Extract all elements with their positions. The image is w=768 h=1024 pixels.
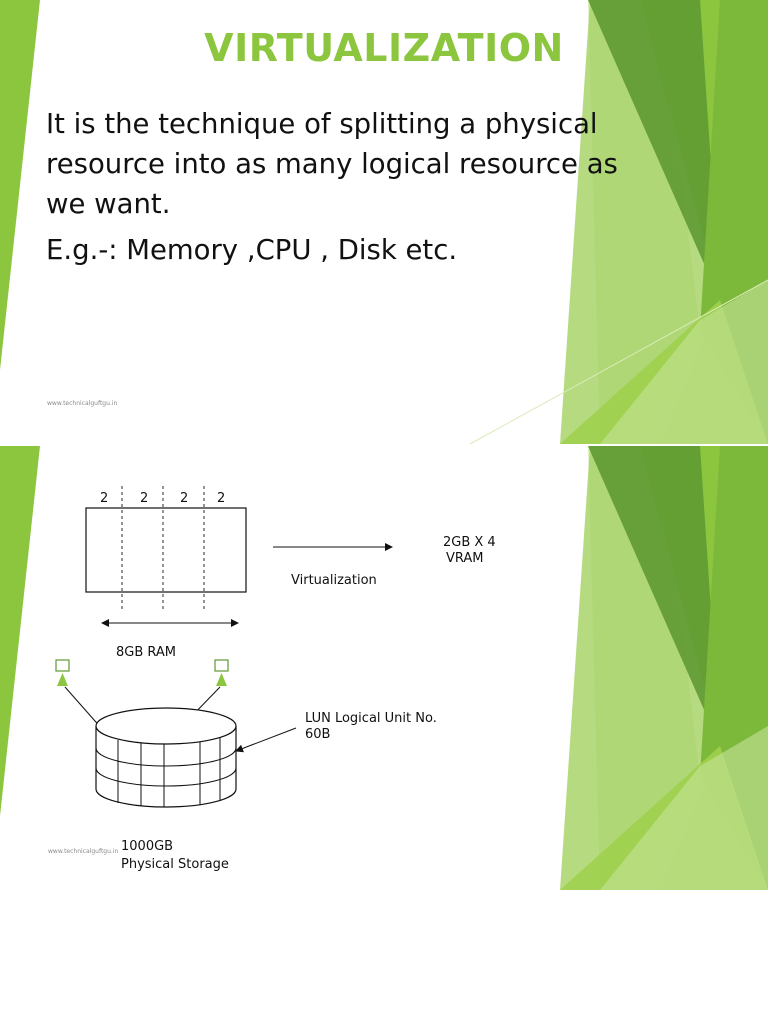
watermark-text: www.technicalguftgu.in (47, 400, 118, 407)
slide-1-green-decoration (0, 0, 768, 444)
partition-label: 2 (140, 491, 149, 506)
host-icon (55, 659, 70, 672)
slide-title: VIRTUALIZATION (204, 26, 564, 70)
storage-cylinder (95, 707, 237, 808)
definition-text: It is the technique of splitting a physi… (46, 108, 618, 220)
ram-label: 8GB RAM (116, 645, 177, 660)
ram-box (85, 507, 247, 593)
slide-separator (0, 444, 768, 446)
example-text: E.g.-: Memory ,CPU , Disk etc. (46, 234, 458, 266)
vram-label: 2GB X 4 (443, 535, 496, 550)
virtualization-label: Virtualization (291, 573, 377, 588)
host-icon (214, 659, 229, 672)
host-icon (216, 673, 227, 686)
partition-label: 2 (180, 491, 189, 506)
lun-label: 60B (305, 727, 331, 742)
watermark-text: www.technicalguftgu.in (48, 848, 119, 855)
slide-virtualization-diagram: 2 2 2 2 8GB RAM Virtualization 2GB X 4 V… (0, 446, 768, 890)
partition-label: 2 (100, 491, 109, 506)
slide-virtualization-definition: VIRTUALIZATION It is the technique of sp… (0, 0, 768, 444)
partition-label: 2 (217, 491, 226, 506)
lun-arrow (235, 727, 297, 753)
storage-label: Physical Storage (121, 857, 229, 872)
vram-label: VRAM (446, 551, 484, 566)
storage-label: 1000GB (121, 839, 174, 854)
virtualization-diagram (55, 486, 393, 808)
lun-label: LUN Logical Unit No. (305, 711, 437, 726)
slide-2-green-decoration (0, 446, 768, 890)
host-icon (57, 673, 68, 686)
